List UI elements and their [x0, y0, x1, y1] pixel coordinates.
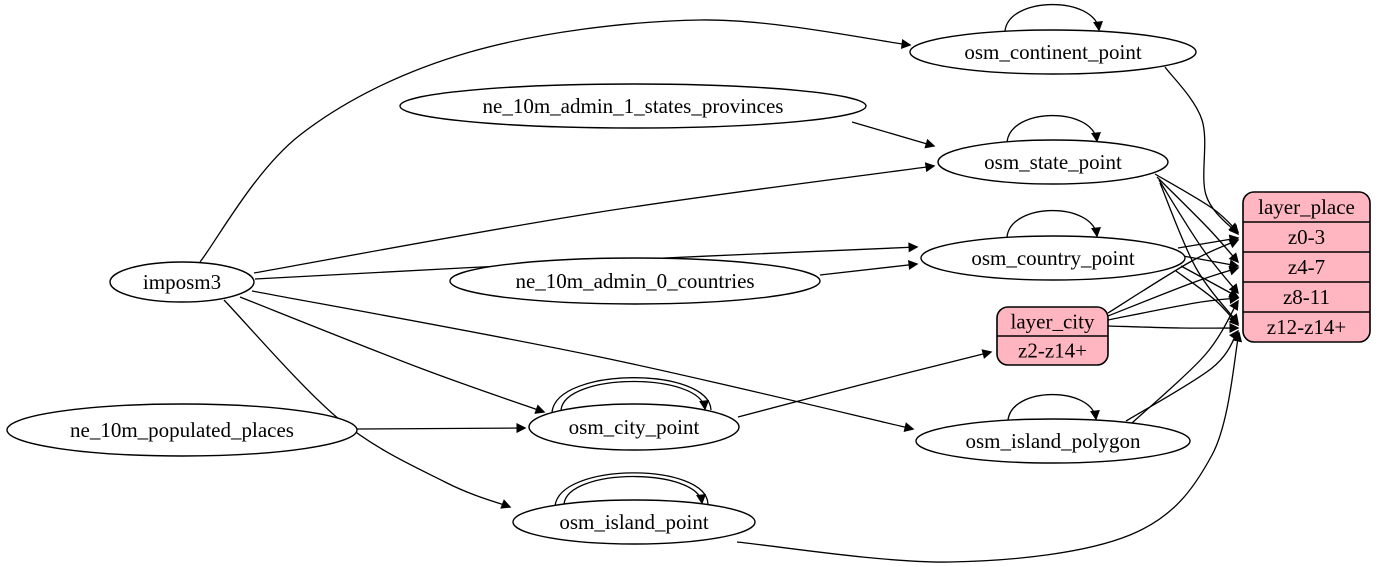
record-row-layer_city-z2-z14+: z2-z14+ [1018, 339, 1087, 363]
edge-osm_island_polygon-to-layer_place.z8-11 [1131, 299, 1239, 424]
node-osm_island_polygon: osm_island_polygon [915, 418, 1191, 464]
edge-osm_country_point-to-layer_place.z8-11 [1180, 265, 1240, 298]
node-shape-ne_10m_admin_1_states_provinces [399, 83, 867, 129]
self-loop-osm_continent_point [1004, 4, 1103, 32]
node-label-osm_country_point: osm_country_point [971, 246, 1134, 270]
edge-osm_city_point-to-layer_city.z2-z14+ [737, 349, 993, 418]
node-osm_state_point: osm_state_point [937, 139, 1169, 185]
node-shape-ne_10m_admin_0_countries [449, 257, 821, 305]
edge-imposm3-to-osm_island_polygon [251, 290, 915, 432]
edge-osm_state_point-to-layer_place.z4-7 [1156, 176, 1239, 264]
node-osm_country_point: osm_country_point [920, 235, 1186, 281]
node-shape-ne_10m_populated_places [6, 403, 358, 457]
record-row-layer_place-z12-z14+: z12-z14+ [1267, 315, 1346, 339]
edge-osm_island_point-to-layer_place.z12-z14+ [736, 331, 1243, 563]
node-shape-osm_continent_point [909, 29, 1197, 75]
self-loop-osm_country_point [1006, 210, 1101, 238]
node-label-osm_island_polygon: osm_island_polygon [965, 429, 1141, 453]
node-ne_10m_admin_1_states_provinces: ne_10m_admin_1_states_provinces [399, 83, 867, 129]
self-loop-osm_island_polygon [1007, 394, 1100, 421]
node-label-ne_10m_admin_0_countries: ne_10m_admin_0_countries [515, 269, 754, 293]
node-ne_10m_populated_places: ne_10m_populated_places [6, 403, 358, 457]
node-osm_city_point: osm_city_point [528, 403, 740, 451]
edge-layer_city-to-layer_place.z4-7 [1107, 265, 1240, 317]
edge-osm_state_point-to-layer_place.z0-3 [1154, 173, 1240, 234]
self-loop-osm_state_point [1006, 115, 1101, 143]
node-ne_10m_admin_0_countries: ne_10m_admin_0_countries [449, 257, 821, 305]
node-osm_island_point: osm_island_point [512, 499, 756, 545]
record-row-layer_city-layer_city: layer_city [1011, 310, 1095, 334]
edge-osm_country_point-to-layer_place.z0-3 [1177, 234, 1240, 249]
edge-layer_city-to-layer_place.z8-11 [1107, 294, 1240, 321]
record-layer_city: layer_city z2-z14+ [996, 306, 1109, 366]
record-row-layer_place-z4-7: z4-7 [1288, 255, 1325, 279]
node-shape-imposm3 [109, 261, 255, 303]
node-shape-osm_island_point [512, 499, 756, 545]
edge-osm_state_point-to-layer_place.z12-z14+ [1159, 182, 1239, 325]
edge-osm_island_polygon-to-layer_place.z12-z14+ [1125, 329, 1239, 422]
record-layer_place: layer_place z0-3 z4-7 z8-11 z12-z14+ [1242, 191, 1371, 343]
edge-osm_state_point-to-layer_place.z8-11 [1158, 179, 1239, 295]
edge-layer_city-to-layer_place.z0-3 [1107, 238, 1240, 314]
self-loop-2-osm_city_point [551, 377, 712, 413]
record-shape-layer_place [1242, 191, 1371, 343]
node-label-ne_10m_populated_places: ne_10m_populated_places [70, 418, 294, 442]
edge-imposm3-to-osm_continent_point [199, 19, 912, 263]
record-row-layer_place-layer_place: layer_place [1258, 195, 1355, 219]
edge-ne_10m_admin_0_countries-to-osm_country_point [819, 259, 919, 276]
self-loop-2-osm_island_point [554, 472, 709, 507]
node-osm_continent_point: osm_continent_point [909, 29, 1197, 75]
node-shape-osm_city_point [528, 403, 740, 451]
edge-imposm3-to-osm_city_point [239, 296, 546, 414]
edge-ne_10m_populated_places-to-osm_city_point [356, 423, 527, 434]
edge-osm_country_point-to-layer_place.z4-7 [1182, 255, 1240, 270]
edge-osm_continent_point-to-layer_place.z0-3 [1164, 66, 1239, 236]
edge-ne_10m_admin_1_states_provinces-to-osm_state_point [851, 121, 936, 149]
node-label-osm_continent_point: osm_continent_point [964, 40, 1141, 64]
node-label-osm_state_point: osm_state_point [984, 150, 1122, 174]
edge-imposm3-to-osm_island_point [223, 299, 512, 509]
node-label-imposm3: imposm3 [143, 270, 221, 294]
self-loop-osm_island_point [563, 475, 706, 505]
node-label-osm_island_point: osm_island_point [559, 510, 709, 534]
record-row-layer_place-z0-3: z0-3 [1288, 225, 1325, 249]
node-imposm3: imposm3 [109, 261, 255, 303]
edge-imposm3-to-osm_state_point [253, 162, 936, 274]
node-label-osm_city_point: osm_city_point [569, 415, 700, 439]
edge-layer_city-to-layer_place.z12-z14+ [1107, 323, 1240, 334]
node-shape-osm_state_point [937, 139, 1169, 185]
node-shape-osm_island_polygon [915, 418, 1191, 464]
record-row-layer_place-z8-11: z8-11 [1283, 285, 1330, 309]
node-shape-osm_country_point [920, 235, 1186, 281]
self-loop-osm_city_point [560, 380, 710, 411]
node-label-ne_10m_admin_1_states_provinces: ne_10m_admin_1_states_provinces [483, 94, 784, 118]
edge-osm_country_point-to-layer_place.z12-z14+ [1175, 270, 1240, 327]
